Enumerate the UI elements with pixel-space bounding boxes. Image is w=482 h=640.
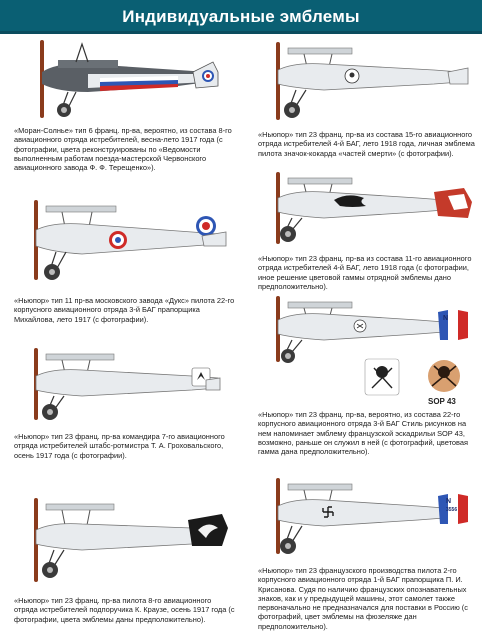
caption-nieuport-11-text: «Ньюпор» тип 11 пр-ва московского завода… [14, 296, 235, 324]
caption-nieuport-23-15-text: «Ньюпор» тип 23 франц. пр-ва из состава … [258, 130, 475, 158]
caption-morane-text: «Моран-Солнье» тип 6 франц. пр-ва, вероя… [14, 126, 232, 173]
page-title: Индивидуальные эмблемы [122, 7, 360, 26]
emblem-inset-white [364, 358, 400, 396]
caption-nieuport-11: «Ньюпор» тип 11 пр-ва московского завода… [14, 296, 236, 324]
caption-nieuport-23-7-text: «Ньюпор» тип 23 франц. пр-ва командира 7… [14, 432, 225, 460]
aircraft-nieuport-23-7-illustration [22, 344, 234, 424]
aircraft-nieuport-23-french-illustration [268, 474, 476, 558]
aircraft-morane-illustration [18, 38, 228, 120]
caption-nieuport-23-french: «Ньюпор» тип 23 французского производств… [258, 566, 480, 631]
caption-nieuport-23-8: «Ньюпор» тип 23 франц. пр-ва пилота 8-го… [14, 596, 236, 624]
rudder-letter-french: N [446, 498, 452, 505]
caption-nieuport-23-11-text: «Ньюпор» тип 23 франц. пр-ва из состава … [258, 254, 472, 291]
caption-nieuport-23-7: «Ньюпор» тип 23 франц. пр-ва командира 7… [14, 432, 236, 460]
caption-nieuport-23-11: «Ньюпор» тип 23 франц. пр-ва из состава … [258, 254, 480, 291]
aircraft-nieuport-23-8-illustration [22, 494, 234, 586]
aircraft-nieuport-23-22-illustration [268, 294, 476, 366]
aircraft-nieuport-11-illustration [22, 196, 234, 286]
caption-nieuport-23-15: «Ньюпор» тип 23 франц. пр-ва из состава … [258, 130, 480, 158]
page-title-bar: Индивидуальные эмблемы [0, 0, 482, 34]
rudder-number-french: 3556 [446, 507, 458, 513]
caption-nieuport-23-22: «Ньюпор» тип 23 франц. пр-ва, вероятно, … [258, 410, 480, 456]
caption-morane: «Моран-Солнье» тип 6 франц. пр-ва, вероя… [14, 126, 236, 172]
rudder-letter-22: N [443, 315, 449, 322]
title-underline [0, 31, 482, 34]
emblem-label-sop43: SOP 43 [428, 397, 456, 406]
aircraft-nieuport-23-11-illustration [268, 168, 476, 248]
caption-nieuport-23-french-text: «Ньюпор» тип 23 французского производств… [258, 566, 468, 631]
caption-nieuport-23-8-text: «Ньюпор» тип 23 франц. пр-ва пилота 8-го… [14, 596, 235, 624]
caption-nieuport-23-22-text: «Ньюпор» тип 23 франц. пр-ва, вероятно, … [258, 410, 468, 457]
emblem-inset-brown [424, 358, 464, 394]
aircraft-nieuport-23-15-illustration [268, 38, 476, 124]
